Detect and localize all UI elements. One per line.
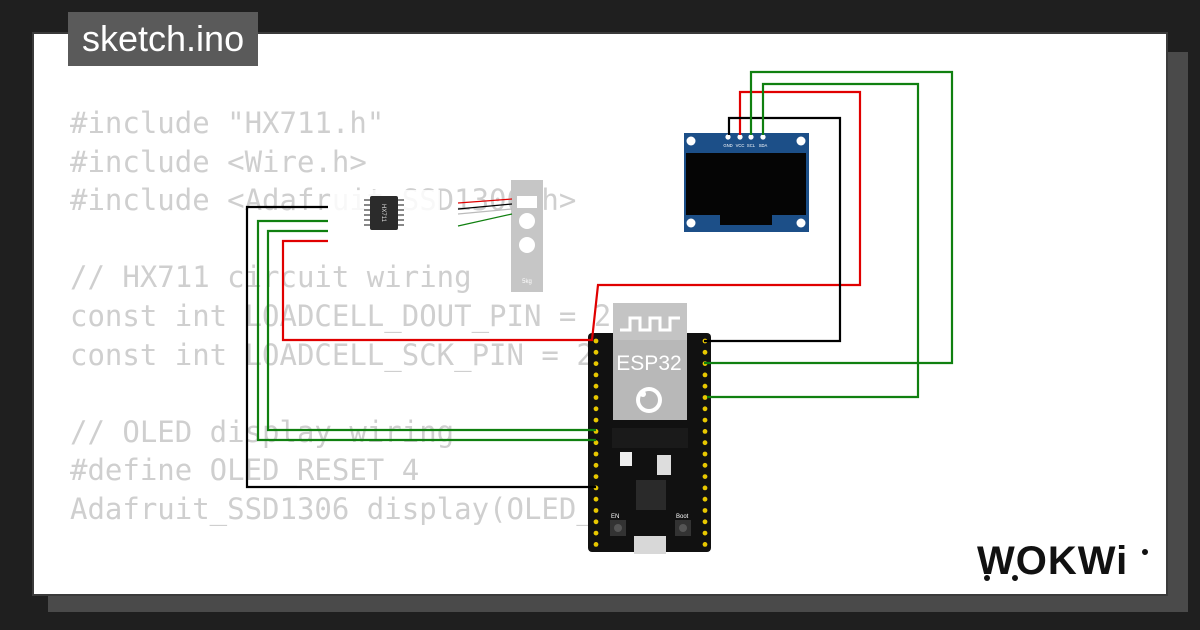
esp32-pin — [702, 440, 708, 446]
esp32-pin — [702, 383, 708, 389]
esp32-pin — [593, 395, 599, 400]
code-line: #define OLED_RESET 4 — [70, 453, 420, 488]
hx711-label: HX711 — [380, 204, 386, 223]
esp32-pin — [593, 508, 599, 513]
code-line: // OLED display wiring — [70, 414, 455, 449]
esp32-pin — [702, 485, 708, 491]
code-line: const int LOADCELL_SCK_PIN = 26; — [70, 337, 629, 372]
esp32-pin — [702, 496, 708, 502]
esp32-pin — [593, 542, 599, 547]
esp32-pin — [702, 508, 708, 513]
esp32-pin — [702, 395, 708, 400]
esp32-pin — [702, 406, 708, 412]
file-tab-label: sketch.ino — [82, 18, 245, 59]
esp32-pin — [702, 530, 708, 536]
esp32-pin — [593, 496, 599, 502]
esp32-pin — [593, 361, 599, 366]
wire-green-scl — [704, 70, 954, 365]
wire-black-hx711 — [245, 205, 596, 489]
oled-display[interactable]: GND VCC SCL SDA — [684, 133, 809, 232]
wire-red-hx711 — [281, 90, 862, 342]
esp32-pin — [593, 451, 599, 457]
oled-pin-label: VCC — [736, 143, 745, 148]
oled-pin-label: SCL — [747, 143, 756, 148]
file-tab[interactable]: sketch.ino — [68, 12, 259, 66]
esp32-pin — [702, 349, 708, 355]
wire-green-hx711-1 — [256, 219, 596, 442]
esp32-board[interactable]: ESP32 EN Boot — [588, 303, 711, 554]
esp32-pin — [593, 519, 599, 525]
esp32-pin — [702, 451, 708, 457]
esp32-boot-label: Boot — [676, 514, 689, 520]
canvas-card: #include "HX711.h"#include <Wire.h>#incl… — [32, 32, 1168, 596]
esp32-pin — [702, 417, 708, 423]
esp32-pin — [593, 474, 599, 479]
esp32-pin — [593, 383, 599, 389]
esp32-pin — [593, 338, 599, 344]
esp32-pin — [702, 519, 708, 525]
code-line: #include "HX711.h" — [70, 106, 385, 140]
wokwi-logo: WOKWi — [977, 539, 1148, 583]
esp32-pin — [702, 542, 708, 547]
oled-pin-label: GND — [723, 143, 732, 148]
wire-black-oled — [704, 116, 842, 343]
wire-green-sda — [707, 82, 920, 399]
loadcell[interactable]: 5kg — [511, 180, 543, 292]
esp32-pin — [702, 372, 708, 378]
esp32-pin — [593, 372, 599, 378]
esp32-pin — [593, 530, 599, 536]
esp32-pin — [702, 429, 708, 434]
code-line: #include <Wire.h> — [70, 144, 367, 179]
esp32-label: ESP32 — [616, 352, 681, 375]
wires — [245, 70, 954, 489]
esp32-en-label: EN — [611, 514, 619, 520]
oled-pin-label: SDA — [759, 143, 768, 148]
esp32-pin — [593, 349, 599, 355]
esp32-pin — [702, 462, 708, 468]
esp32-pin — [702, 474, 708, 479]
wokwi-logo-text: WOKWi — [977, 539, 1128, 583]
loadcell-leads — [457, 198, 513, 227]
esp32-pin — [593, 406, 599, 412]
hx711-module[interactable]: HX711 — [330, 190, 440, 242]
esp32-pin — [593, 462, 599, 468]
loadcell-label: 5kg — [522, 279, 532, 285]
esp32-pin — [593, 417, 599, 423]
wire-green-hx711-2 — [266, 229, 596, 432]
esp32-pin — [593, 440, 599, 446]
